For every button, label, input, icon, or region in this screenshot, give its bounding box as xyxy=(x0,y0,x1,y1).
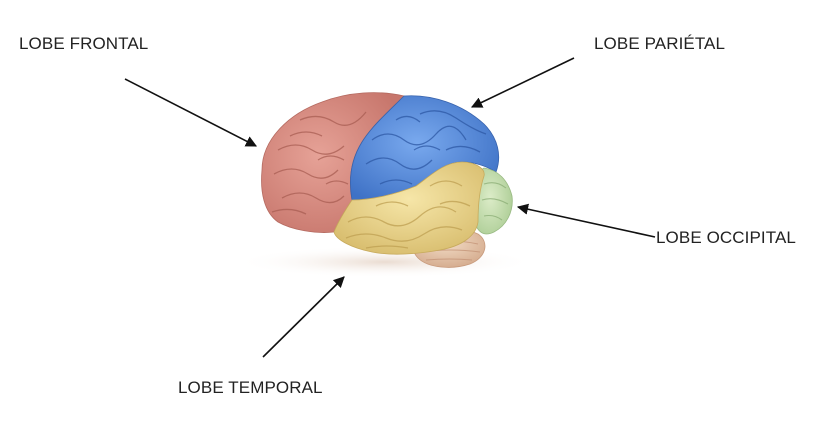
frontal-lobe-label: LOBE FRONTAL xyxy=(19,34,148,54)
arrow-temporal xyxy=(263,277,344,357)
parietal-lobe-label: LOBE PARIÉTAL xyxy=(594,34,725,54)
occipital-lobe-label: LOBE OCCIPITAL xyxy=(656,228,796,248)
arrow-parietal xyxy=(472,58,574,107)
temporal-lobe-label: LOBE TEMPORAL xyxy=(178,378,323,398)
arrow-occipital xyxy=(518,207,655,237)
arrow-frontal xyxy=(125,79,256,146)
